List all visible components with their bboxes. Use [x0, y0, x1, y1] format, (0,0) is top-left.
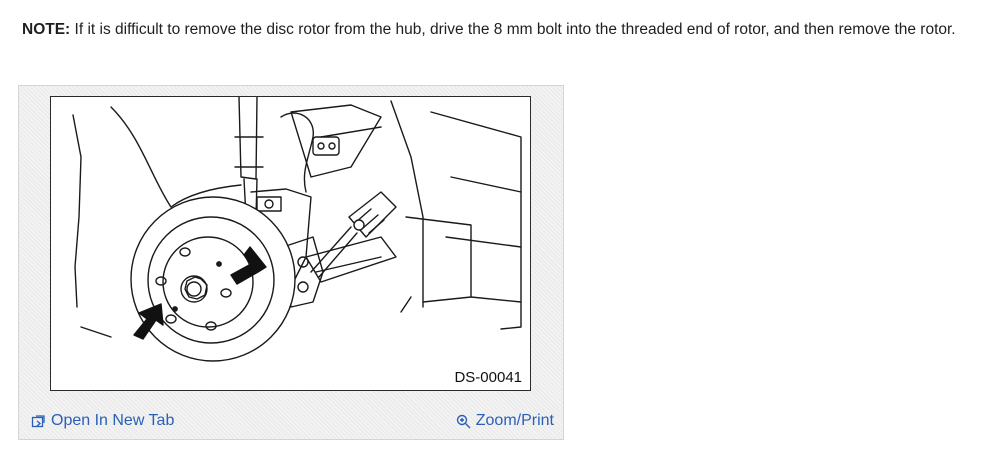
zoom-print-label: Zoom/Print — [475, 412, 554, 429]
note-label: NOTE: — [22, 21, 71, 38]
zoom-icon — [456, 414, 471, 429]
open-new-tab-icon — [31, 414, 46, 429]
note-body: If it is difficult to remove the disc ro… — [70, 21, 956, 38]
figure-panel: DS-00041 Open In New Tab Zoom/Print — [18, 85, 564, 440]
figure-image[interactable]: DS-00041 — [50, 96, 531, 391]
open-in-new-tab-link[interactable]: Open In New Tab — [31, 412, 174, 430]
disc-rotor-illustration — [72, 97, 522, 362]
open-in-new-tab-label: Open In New Tab — [51, 412, 175, 429]
zoom-print-link[interactable]: Zoom/Print — [456, 412, 554, 430]
figure-code: DS-00041 — [452, 369, 524, 386]
note-text: NOTE: If it is difficult to remove the d… — [22, 20, 956, 40]
